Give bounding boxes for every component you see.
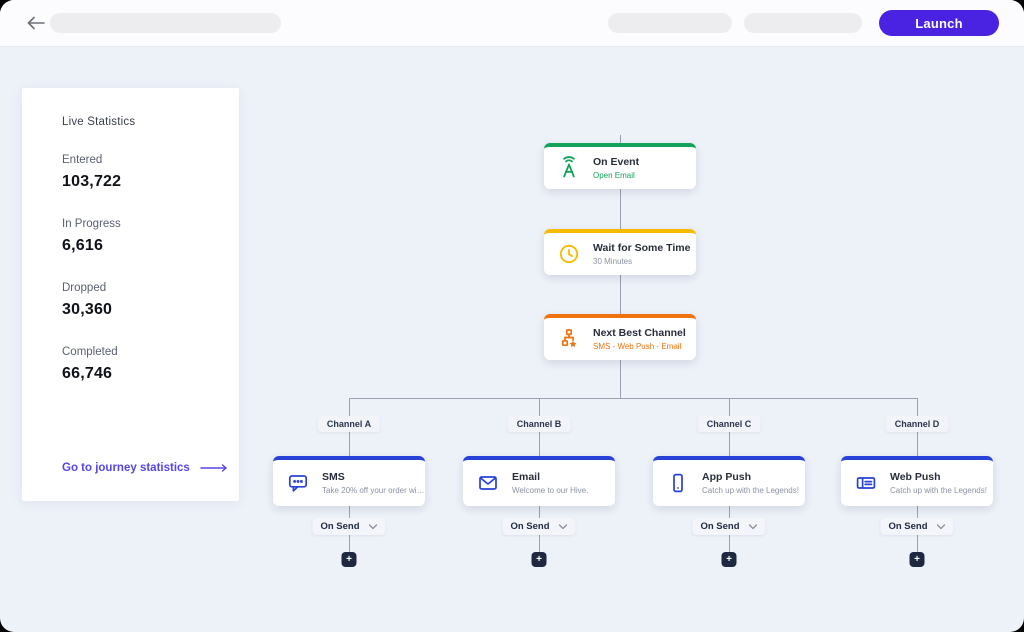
- stat-value: 103,722: [62, 173, 122, 190]
- node-next-best-channel[interactable]: Next Best Channel SMS - Web Push - Email: [544, 314, 696, 360]
- node-web-push[interactable]: Web Push Catch up with the Legends!: [841, 456, 993, 506]
- stat-label: Entered: [62, 154, 103, 166]
- chevron-down-icon: [558, 523, 568, 530]
- chevron-down-icon: [936, 523, 946, 530]
- node-title: SMS: [322, 471, 345, 483]
- org-chart-icon: [557, 327, 581, 351]
- node-subtitle: Welcome to our Hive.: [512, 486, 589, 495]
- stat-in-progress: In Progress 6,616: [62, 218, 219, 255]
- back-button[interactable]: [24, 12, 48, 34]
- on-send-dropdown[interactable]: On Send: [880, 518, 954, 535]
- on-send-label: On Send: [700, 521, 740, 532]
- branch-label-channel-d: Channel D: [885, 416, 949, 432]
- on-send-dropdown[interactable]: On Send: [692, 518, 766, 535]
- toolbar-placeholder-2: [744, 13, 862, 33]
- stat-entered: Entered 103,722: [62, 154, 219, 191]
- connector: [349, 398, 917, 399]
- stat-label: Completed: [62, 346, 118, 358]
- stat-label: In Progress: [62, 218, 121, 230]
- arrow-left-icon: [27, 16, 45, 30]
- app-push-icon: [666, 471, 690, 495]
- on-send-label: On Send: [510, 521, 550, 532]
- arrow-right-icon: [200, 464, 227, 472]
- node-app-push[interactable]: App Push Catch up with the Legends!: [653, 456, 805, 506]
- connector: [620, 189, 621, 229]
- chevron-down-icon: [748, 523, 758, 530]
- node-title: Next Best Channel: [593, 327, 686, 339]
- on-send-label: On Send: [320, 521, 360, 532]
- node-on-event[interactable]: On Event Open Email: [544, 143, 696, 189]
- node-email[interactable]: Email Welcome to our Hive.: [463, 456, 615, 506]
- on-send-label: On Send: [888, 521, 928, 532]
- top-bar: Launch: [0, 0, 1024, 47]
- toolbar-placeholder-1: [608, 13, 732, 33]
- stat-dropped: Dropped 30,360: [62, 282, 219, 319]
- journey-name-placeholder: [50, 13, 281, 33]
- node-subtitle: Catch up with the Legends!: [890, 486, 987, 495]
- journey-statistics-link[interactable]: Go to journey statistics: [62, 462, 228, 474]
- branch-label-channel-b: Channel B: [507, 416, 571, 432]
- link-label: Go to journey statistics: [62, 462, 190, 474]
- connector: [620, 135, 621, 143]
- add-node-button[interactable]: +: [341, 552, 357, 567]
- panel-title: Live Statistics: [62, 116, 136, 128]
- live-statistics-panel: Live Statistics Entered 103,722 In Progr…: [22, 88, 239, 501]
- on-send-dropdown[interactable]: On Send: [312, 518, 386, 535]
- stat-label: Dropped: [62, 282, 107, 294]
- node-wait[interactable]: Wait for Some Time 30 Minutes: [544, 229, 696, 275]
- node-title: Wait for Some Time: [593, 242, 691, 254]
- node-subtitle: 30 Minutes: [593, 257, 633, 266]
- launch-button[interactable]: Launch: [879, 10, 999, 36]
- node-title: Email: [512, 471, 541, 483]
- node-subtitle: SMS - Web Push - Email: [593, 342, 682, 351]
- stat-value: 66,746: [62, 365, 113, 382]
- sms-icon: [286, 471, 310, 495]
- node-title: App Push: [702, 471, 751, 483]
- clock-icon: [557, 242, 581, 266]
- add-node-button[interactable]: +: [721, 552, 737, 567]
- chevron-down-icon: [368, 523, 378, 530]
- stat-completed: Completed 66,746: [62, 346, 219, 383]
- node-subtitle: Open Email: [593, 171, 635, 180]
- branch-label-channel-c: Channel C: [697, 416, 761, 432]
- web-push-icon: [854, 471, 878, 495]
- connector: [620, 275, 621, 314]
- add-node-button[interactable]: +: [531, 552, 547, 567]
- stat-value: 6,616: [62, 237, 104, 254]
- node-subtitle: Take 20% off your order with code ...: [322, 486, 425, 495]
- node-title: On Event: [593, 156, 640, 168]
- branch-label-channel-a: Channel A: [317, 416, 381, 432]
- journey-canvas: Live Statistics Entered 103,722 In Progr…: [0, 47, 1024, 632]
- node-sms[interactable]: SMS Take 20% off your order with code ..…: [273, 456, 425, 506]
- connector: [620, 360, 621, 398]
- stat-value: 30,360: [62, 301, 113, 318]
- node-title: Web Push: [890, 471, 941, 483]
- email-icon: [476, 471, 500, 495]
- node-subtitle: Catch up with the Legends!: [702, 486, 799, 495]
- antenna-icon: [557, 156, 581, 180]
- add-node-button[interactable]: +: [909, 552, 925, 567]
- on-send-dropdown[interactable]: On Send: [502, 518, 576, 535]
